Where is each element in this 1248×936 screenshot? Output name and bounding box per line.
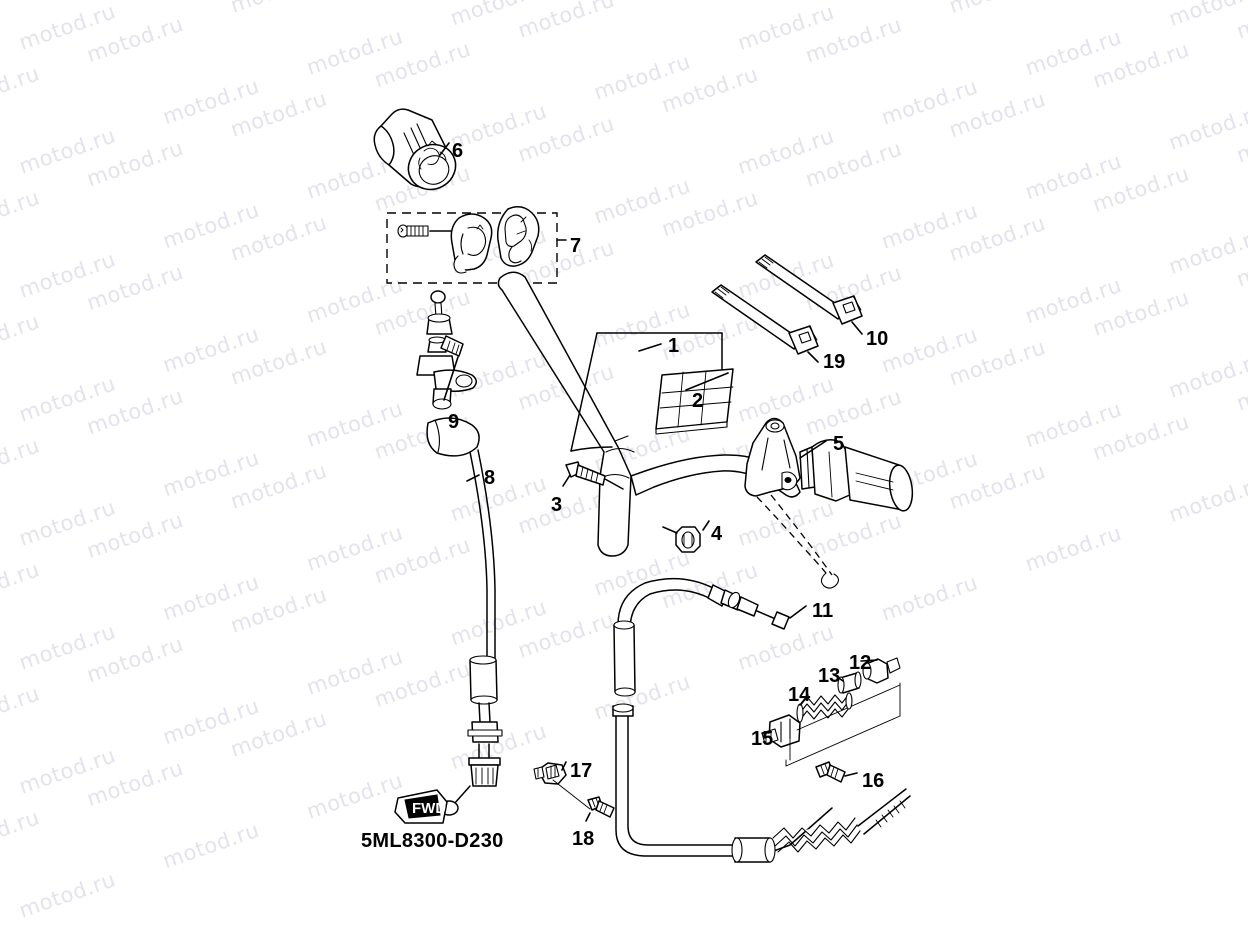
leader-4 — [702, 520, 710, 531]
part-cable-clamp-17 — [533, 762, 567, 785]
callout-clamp-bolt: 3 — [551, 494, 563, 516]
leader-5 — [799, 440, 827, 459]
leader-1 — [638, 343, 662, 352]
part-throttle-cable-8 — [416, 290, 503, 816]
callout-throttle-grip: 6 — [452, 140, 464, 162]
adjuster-sleeve-13 — [837, 671, 862, 694]
leader-17 — [561, 761, 567, 771]
diagram-code-label: 5ML8300-D230 — [361, 830, 504, 852]
part-throttle-housing-7 — [386, 206, 558, 284]
bracket-bolt-16 — [815, 761, 846, 783]
leader-9 — [443, 356, 459, 401]
part-handlebar-pad-2 — [655, 368, 734, 435]
cable-adjuster-bolt-9 — [432, 335, 464, 410]
fwd-direction-marker: FWD — [394, 789, 448, 824]
callout-return-spring: 14 — [788, 684, 811, 706]
callout-cable-bracket: 15 — [751, 728, 774, 750]
cable-spring-lower — [772, 817, 861, 853]
leader-3 — [562, 474, 571, 487]
callout-handlebar-pad: 2 — [692, 390, 704, 412]
leader-10 — [851, 321, 863, 335]
part-brake-cable-11 — [612, 578, 790, 857]
fwd-label: FWD — [412, 800, 446, 817]
callout-throttle-cable: 8 — [484, 467, 496, 489]
part-clamp-nut-4 — [662, 526, 701, 553]
leader-11 — [789, 605, 807, 619]
leader-2 — [685, 372, 729, 391]
leader-16 — [844, 772, 858, 777]
leader-19 — [807, 351, 819, 363]
part-cable-tie-19 — [711, 284, 819, 355]
callout-clamp-nut: 4 — [711, 523, 723, 545]
part-clamp-bolt-3 — [565, 461, 624, 490]
callout-adjuster-sleeve: 13 — [818, 665, 841, 687]
callout-grip-left: 5 — [833, 433, 845, 455]
leader-18 — [585, 812, 591, 822]
brake-cable-lower-assembly — [731, 657, 911, 863]
callout-handlebar: 1 — [668, 335, 680, 357]
callout-clamp-screw: 18 — [572, 828, 595, 850]
leader-6 — [439, 142, 450, 156]
part-throttle-grip-6 — [373, 108, 457, 191]
callout-throttle-housing: 7 — [570, 235, 582, 257]
housing-screw — [397, 224, 429, 238]
callout-cable-tie-long: 10 — [866, 328, 889, 350]
part-grip-left-5 — [744, 417, 914, 589]
callout-cable-tie-short: 19 — [823, 351, 846, 373]
adjuster-nut-12 — [862, 657, 901, 684]
leader-14 — [799, 694, 809, 706]
part-cable-tie-10 — [755, 254, 863, 325]
callout-cable-clamp: 17 — [570, 760, 593, 782]
callout-adjuster-nut: 12 — [849, 652, 872, 674]
callout-bracket-bolt: 16 — [862, 770, 885, 792]
leader-8 — [466, 474, 480, 482]
callout-cable-adjuster-bolt: 9 — [448, 411, 460, 433]
part-clamp-screw-18 — [552, 779, 615, 818]
leader-12 — [860, 659, 878, 662]
leader-13 — [832, 673, 844, 682]
callout-brake-cable-end: 11 — [812, 600, 834, 622]
